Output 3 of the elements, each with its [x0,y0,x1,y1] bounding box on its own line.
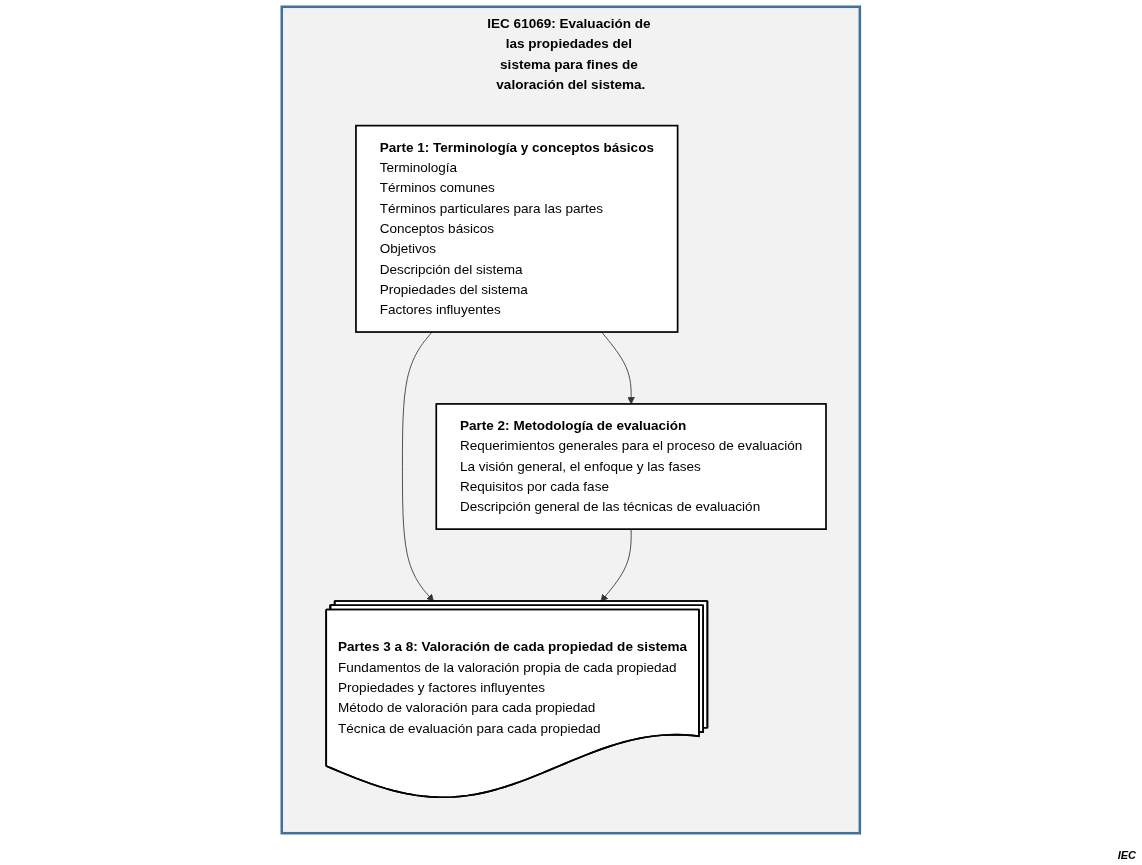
node-box: Parte 2: Metodología de evaluación Requerimientos generales para el proceso de evaluación La visión general, el enfoque y las fases Requisitos por cada fase Descripción general de las técnicas de evaluación [435,403,828,530]
node-box: Parte 1: Terminología y conceptos básicos Terminología Términos comunes Términos particulares para las partes Conceptos básicos Objetivos Descripción del sistema Propiedades del sistema Factores influyentes [355,124,679,333]
source-note: IEC [1117,849,1136,861]
